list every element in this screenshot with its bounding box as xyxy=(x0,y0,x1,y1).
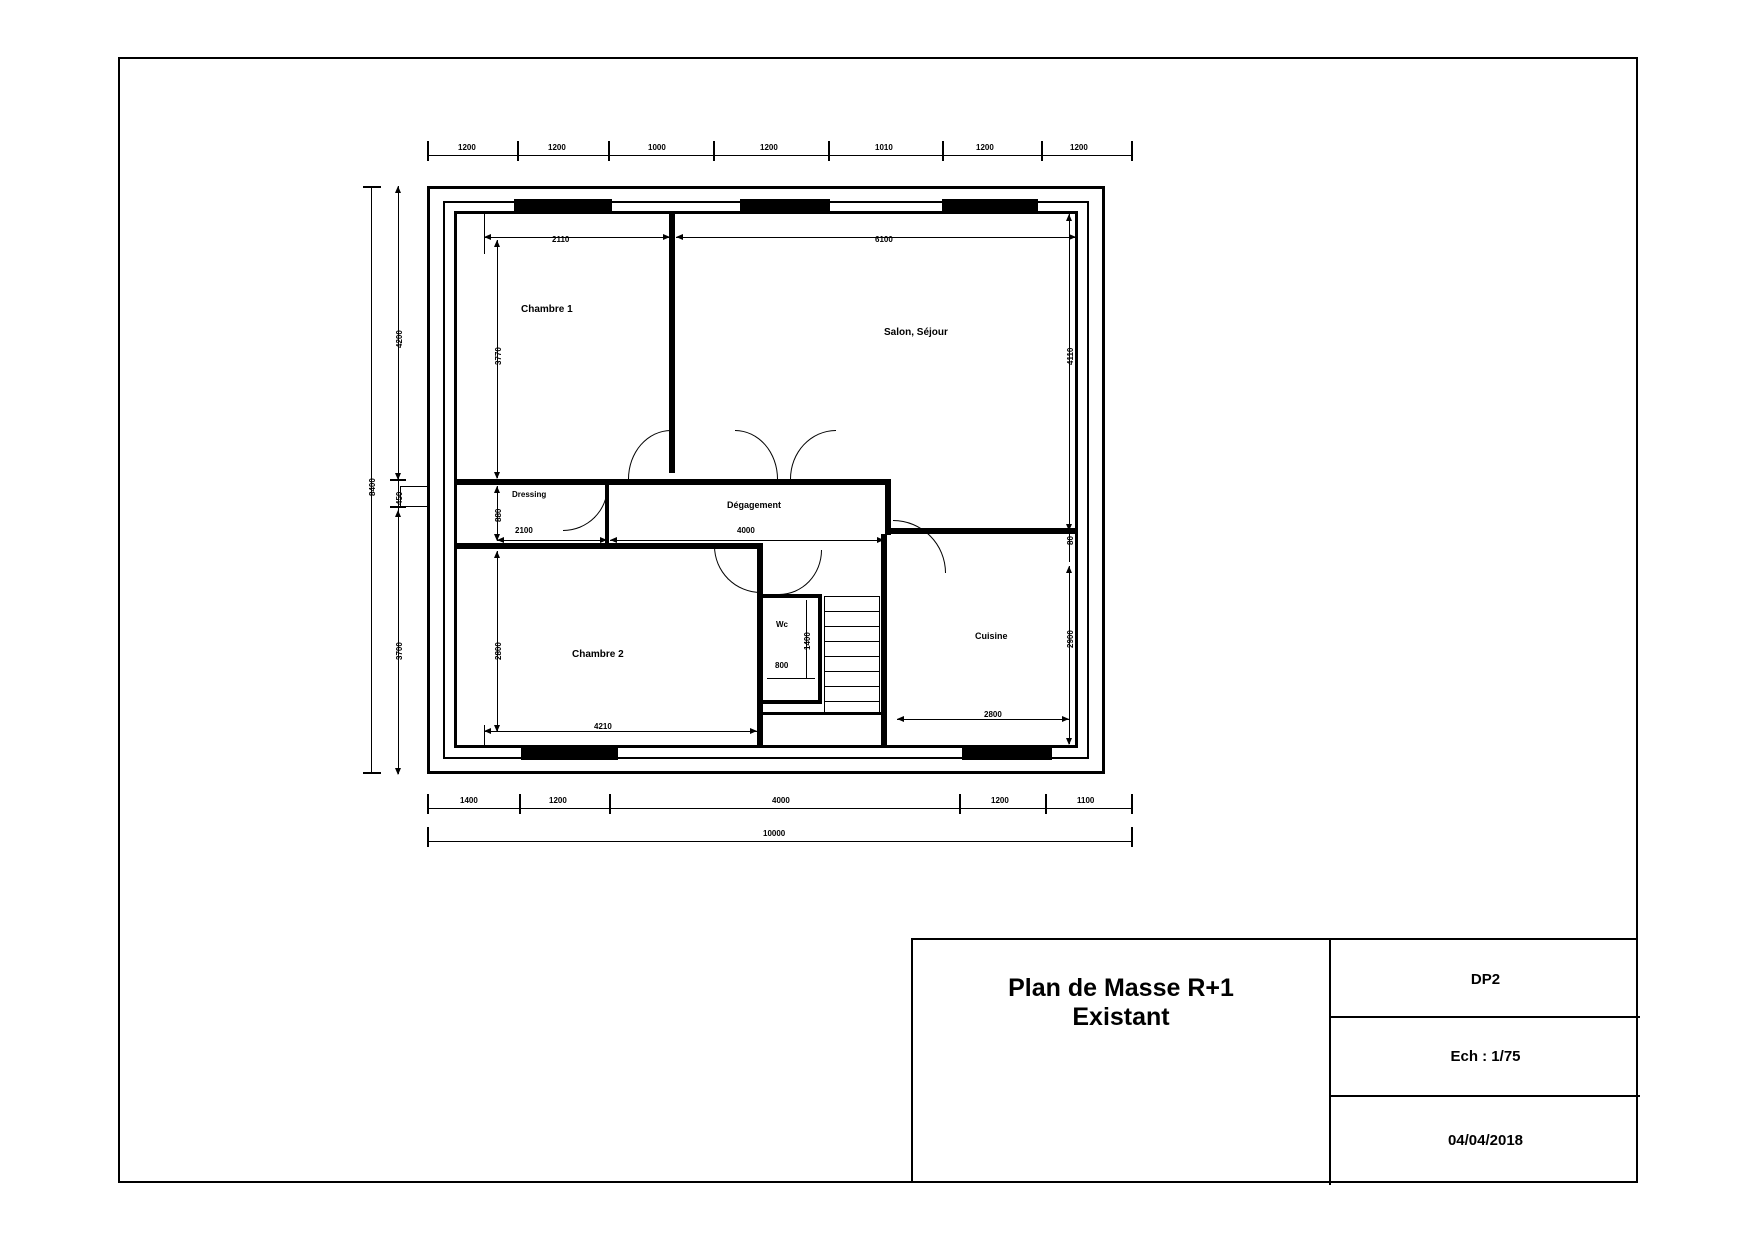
dim-top-5: 1010 xyxy=(875,143,893,152)
sheet-border xyxy=(118,57,1638,1183)
dim-wc-height: 1400 xyxy=(803,632,812,650)
room-label-cuisine: Cuisine xyxy=(975,631,1008,641)
window-bottom-1 xyxy=(521,747,618,760)
dim-top-1: 1200 xyxy=(458,143,476,152)
dim-chambre2-width: 4210 xyxy=(594,722,612,731)
wall-chambre1-salon xyxy=(669,211,675,473)
dim-left-3: 3700 xyxy=(395,642,404,660)
entry-door-block xyxy=(400,486,428,507)
dim-top-3: 1000 xyxy=(648,143,666,152)
dim-dressing-width: 2100 xyxy=(515,526,533,535)
room-label-chambre2: Chambre 2 xyxy=(572,649,624,660)
room-label-wc: Wc xyxy=(776,620,788,629)
wall-chambre2-right xyxy=(757,543,763,748)
dim-top-7: 1200 xyxy=(1070,143,1088,152)
wall-wc-right xyxy=(818,594,822,704)
dim-bottom-3: 4000 xyxy=(772,796,790,805)
wall-degagement-top xyxy=(454,479,890,485)
dim-salon-width: 6100 xyxy=(875,235,893,244)
wall-stairs-right xyxy=(881,534,887,748)
dim-bottom-5: 1100 xyxy=(1077,796,1095,805)
dim-chambre1-height: 3770 xyxy=(494,347,503,365)
dim-top-6: 1200 xyxy=(976,143,994,152)
title-block-sheet-code: DP2 xyxy=(1470,970,1501,988)
wall-dressing-right xyxy=(605,485,609,543)
title-line-1: Plan de Masse R+1 xyxy=(1008,974,1234,1003)
dim-bottom-4: 1200 xyxy=(991,796,1009,805)
wall-salon-bottom xyxy=(887,528,1077,534)
title-block-date: 04/04/2018 xyxy=(1447,1131,1524,1149)
wall-wc-top xyxy=(763,594,821,598)
title-block: Plan de Masse R+1 Existant DP2 Ech : 1/7… xyxy=(911,938,1640,1185)
window-top-3 xyxy=(942,199,1038,212)
dim-top-4: 1200 xyxy=(760,143,778,152)
dim-cuisine-height: 2900 xyxy=(1066,630,1075,648)
dim-salon-height: 4110 xyxy=(1066,347,1075,365)
room-label-chambre1: Chambre 1 xyxy=(521,304,573,315)
room-label-salon: Salon, Séjour xyxy=(884,327,948,338)
wall-chambre2-top xyxy=(454,543,760,549)
dim-overall-height: 8400 xyxy=(368,478,377,496)
dim-chambre2-height: 2800 xyxy=(494,642,503,660)
dim-degagement-width: 4000 xyxy=(737,526,755,535)
wall-wc-bottom xyxy=(763,700,822,704)
dim-wc-width: 800 xyxy=(775,661,789,670)
window-bottom-2 xyxy=(962,747,1052,760)
wall-stairbox-bottom xyxy=(763,712,883,715)
dim-dressing-height: 880 xyxy=(494,508,503,522)
dim-cuisine-width: 2800 xyxy=(984,710,1002,719)
window-top-1 xyxy=(514,199,612,212)
dim-chambre1-width: 2110 xyxy=(552,235,570,244)
title-line-2: Existant xyxy=(1072,1003,1170,1031)
wall-degagement-right xyxy=(885,479,891,535)
dim-bottom-1: 1400 xyxy=(460,796,478,805)
dim-top-2: 1200 xyxy=(548,143,566,152)
dim-bottom-2: 1200 xyxy=(549,796,567,805)
room-label-dressing: Dressing xyxy=(512,490,547,499)
room-label-degagement: Dégagement xyxy=(727,500,782,510)
dim-right-small: 80 xyxy=(1066,536,1075,545)
title-block-scale: Ech : 1/75 xyxy=(1450,1048,1521,1065)
title-block-drawing-title: Plan de Masse R+1 Existant xyxy=(913,948,1329,1058)
dim-left-2: 450 xyxy=(395,491,404,505)
dim-overall-width: 10000 xyxy=(763,829,786,838)
window-top-2 xyxy=(740,199,830,212)
dim-left-1: 4200 xyxy=(395,330,404,348)
